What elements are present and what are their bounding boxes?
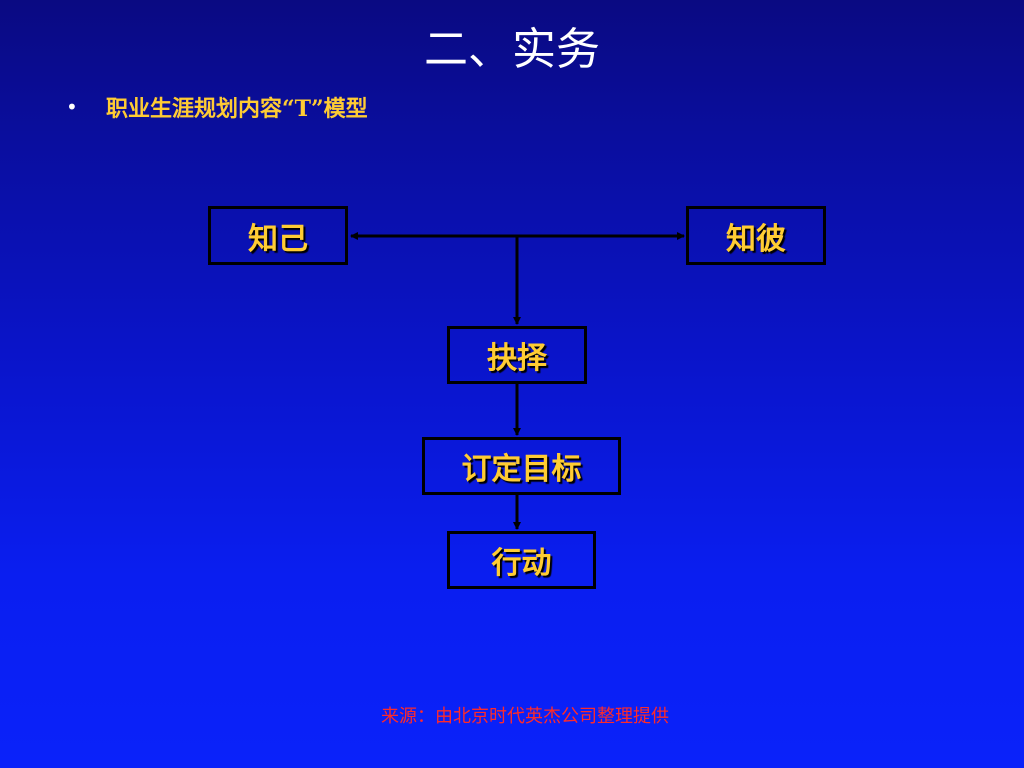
node-know-other: 知彼: [686, 206, 826, 265]
node-act: 行动: [447, 531, 596, 589]
slide-title: 二、实务: [424, 24, 600, 75]
source-note: 来源：由北京时代英杰公司整理提供: [381, 706, 669, 727]
node-choose: 抉择: [447, 326, 587, 384]
node-set-goal: 订定目标: [422, 437, 621, 495]
node-know-self: 知己: [208, 206, 348, 265]
bullet-marker: •: [66, 95, 78, 119]
bullet-text: 职业生涯规划内容“T”模型: [106, 96, 368, 122]
bullet-item: • 职业生涯规划内容“T”模型: [66, 90, 368, 124]
